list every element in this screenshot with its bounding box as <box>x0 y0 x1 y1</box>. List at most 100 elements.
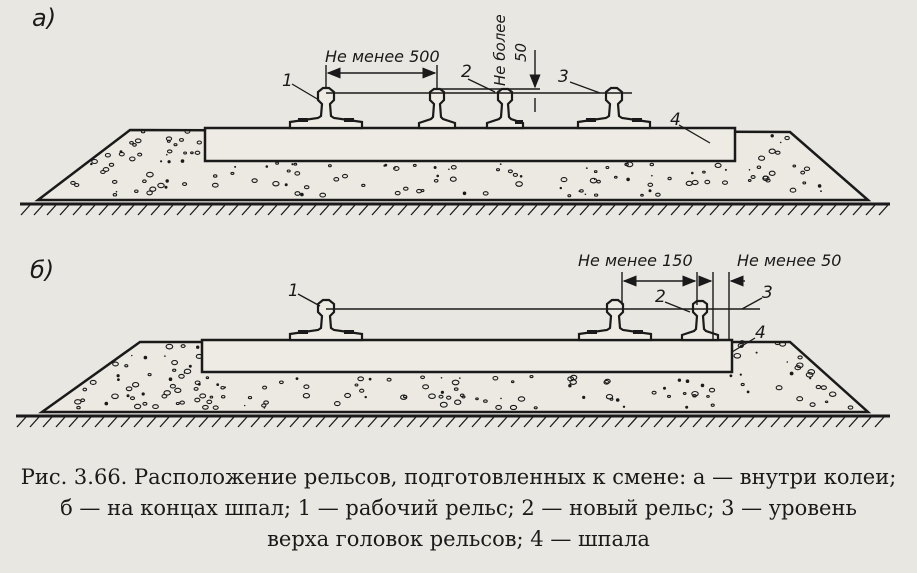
ballast-stone <box>483 399 488 403</box>
ballast-stone <box>111 393 119 400</box>
ballast-stone <box>509 404 518 411</box>
ballast-texture-a <box>70 129 822 198</box>
ballast-stone <box>272 180 280 187</box>
ballast-stone <box>517 396 526 402</box>
hatch-stroke <box>536 416 547 428</box>
ballast-stone <box>459 377 461 379</box>
hatch-stroke <box>696 204 707 216</box>
ballast-stone <box>803 166 811 172</box>
ballast-stone <box>439 401 448 408</box>
hatch-stroke <box>562 416 573 428</box>
ballast-stone <box>747 179 752 182</box>
hatch-stroke <box>722 204 733 216</box>
ballast-stone <box>700 383 705 388</box>
ballast-stone <box>188 364 192 368</box>
ballast-stone <box>115 190 118 193</box>
ballast-stone <box>710 403 715 407</box>
ballast-stone <box>209 395 214 399</box>
ballast-stone <box>807 369 816 375</box>
ballast-stone <box>212 405 219 410</box>
ballast-stone <box>359 388 365 393</box>
ballast-stone <box>613 175 618 179</box>
hatch-stroke <box>761 204 772 216</box>
hatch-stroke <box>237 416 248 428</box>
working-rail-right-b <box>577 298 653 342</box>
hatch-stroke <box>523 416 534 428</box>
ballast-stone <box>685 405 689 409</box>
ballast-stone <box>640 193 644 197</box>
hatch-stroke <box>29 416 40 428</box>
ballast-stone <box>706 394 710 398</box>
ballast-stone <box>111 179 118 184</box>
ballast-stone <box>126 394 130 398</box>
ballast-stone <box>651 174 653 177</box>
ground-hatching-a <box>20 204 889 216</box>
ballast-stone <box>533 406 538 410</box>
hatch-stroke <box>800 204 811 216</box>
ballast-stone <box>172 368 177 372</box>
ballast-stone <box>603 379 610 385</box>
ballast-stone <box>820 190 822 193</box>
hatch-stroke <box>471 416 482 428</box>
ballast-stone <box>142 179 147 184</box>
hatch-stroke <box>81 416 92 428</box>
ballast-stone <box>90 162 93 166</box>
ballast-stone <box>482 191 489 196</box>
hatch-stroke <box>666 416 677 428</box>
ballast-stone <box>165 136 173 142</box>
hatch-stroke <box>540 204 551 216</box>
hatch-stroke <box>163 204 174 216</box>
caption-line-3: верха головок рельсов; 4 — шпала <box>267 527 650 551</box>
dim-50b-label: Не менее 50 <box>737 251 841 270</box>
panel-a-label: а) <box>32 4 56 32</box>
ballast-stone <box>108 162 115 167</box>
ballast-stone <box>797 355 803 360</box>
ballast-stone <box>180 159 185 163</box>
sleeper-a <box>203 126 737 163</box>
ballast-stone <box>615 398 620 402</box>
ballast-stone <box>475 397 479 401</box>
hatch-stroke <box>406 416 417 428</box>
ballast-stone <box>164 355 166 357</box>
hatch-stroke <box>98 204 109 216</box>
ballast-stone <box>160 160 163 163</box>
ballast-stone <box>319 192 327 198</box>
ballast-stone <box>702 170 706 174</box>
ballast-stone <box>244 404 246 407</box>
ballast-stone <box>663 386 666 390</box>
hatch-stroke <box>159 416 170 428</box>
ballast-stone <box>655 192 661 197</box>
ballast-stone <box>131 354 133 357</box>
ballast-stone <box>492 375 499 381</box>
hatch-stroke <box>345 204 356 216</box>
hatch-stroke <box>618 204 629 216</box>
ballast-stone <box>364 395 367 399</box>
hatch-stroke <box>55 416 66 428</box>
ballast-stone <box>293 162 298 166</box>
hatch-stroke <box>107 416 118 428</box>
hatch-stroke <box>328 416 339 428</box>
ballast-stone <box>133 403 142 410</box>
ballast-stone <box>440 377 443 379</box>
callout-1-b: 1 <box>288 281 299 301</box>
ballast-stone <box>124 364 129 368</box>
ballast-stone <box>666 394 672 398</box>
ballast-stone <box>220 394 226 399</box>
hatch-stroke <box>410 204 421 216</box>
ballast-stone <box>261 403 267 408</box>
ballast-stone <box>212 174 218 178</box>
ballast-stone <box>117 378 120 381</box>
hatch-stroke <box>501 204 512 216</box>
ballast-stone <box>584 193 587 196</box>
ballast-stone <box>758 155 766 161</box>
hatch-stroke <box>276 416 287 428</box>
ballast-stone <box>341 173 349 179</box>
ballast-stone <box>739 373 742 376</box>
hatch-stroke <box>787 204 798 216</box>
ballast-stone <box>141 392 145 396</box>
ballast-stone <box>529 375 534 379</box>
ballast-stone <box>167 160 171 164</box>
ballast-stone <box>166 153 168 156</box>
hatch-stroke <box>419 416 430 428</box>
hatch-stroke <box>432 416 443 428</box>
